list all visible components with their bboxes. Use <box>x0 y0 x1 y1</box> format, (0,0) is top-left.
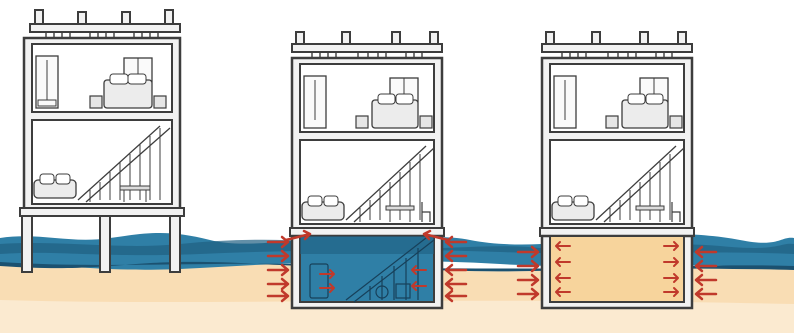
roof-railing <box>542 32 692 60</box>
bed-icon <box>104 74 152 108</box>
bed-icon <box>622 94 668 128</box>
house-elevated-stilts <box>20 10 184 272</box>
house-filled-basement <box>518 32 716 308</box>
house-flooded-basement <box>268 32 466 308</box>
roof-railing <box>292 32 442 60</box>
floor-slab <box>20 208 184 216</box>
flooded-basement <box>292 236 442 308</box>
wardrobe-icon <box>36 56 58 108</box>
roof-railing <box>30 10 180 40</box>
bed-icon <box>372 94 418 128</box>
wardrobe-icon <box>554 76 576 128</box>
wardrobe-icon <box>304 76 326 128</box>
